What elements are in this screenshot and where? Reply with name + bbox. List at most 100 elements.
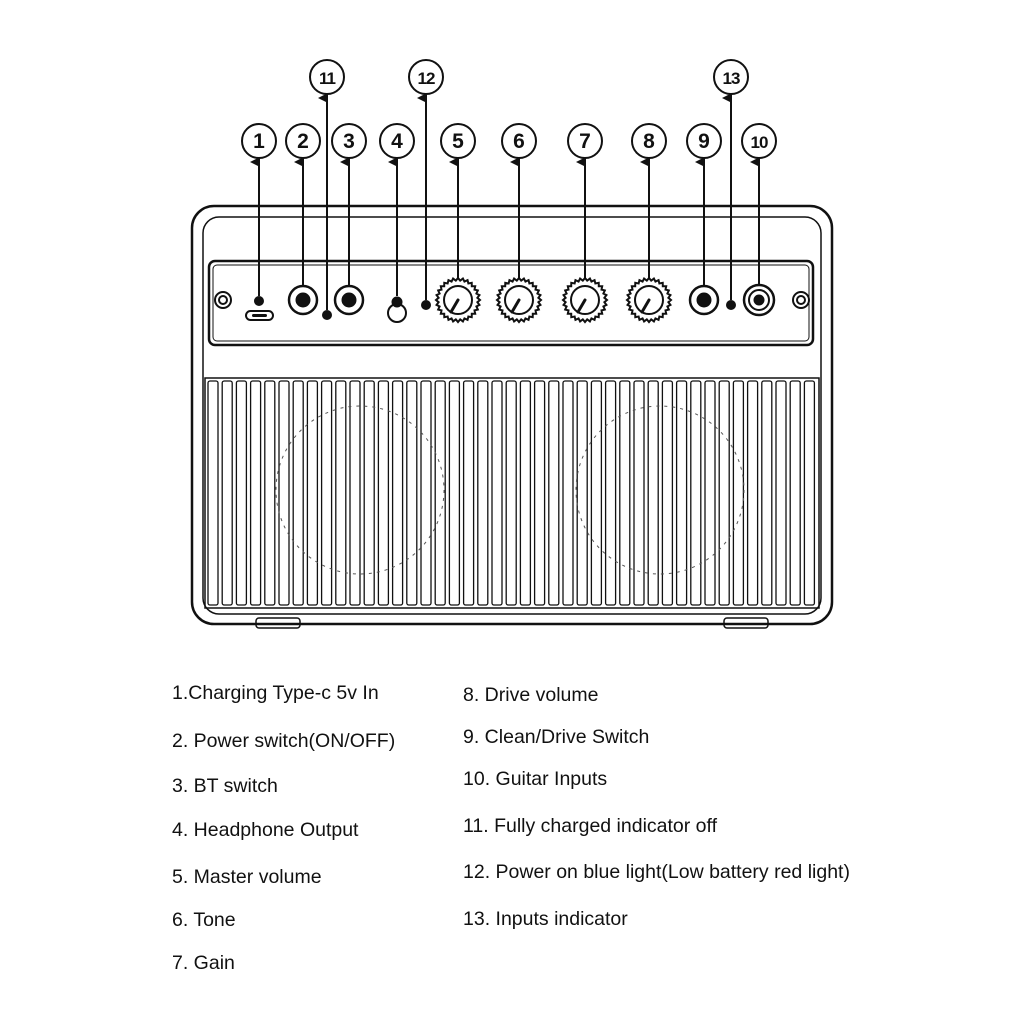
- callout-7: 7: [567, 123, 603, 159]
- power-switch[interactable]: [287, 284, 319, 316]
- svg-text:11: 11: [319, 69, 336, 88]
- callout-11: 11: [309, 59, 345, 95]
- bt-switch[interactable]: [333, 284, 365, 316]
- legend-item-13: 13. Inputs indicator: [463, 908, 628, 930]
- grille-bar: [505, 380, 517, 606]
- svg-text:13: 13: [723, 69, 740, 88]
- grille-bar: [221, 380, 233, 606]
- svg-text:5: 5: [452, 130, 464, 153]
- grille-bar: [746, 380, 759, 606]
- grille-bar: [306, 380, 319, 606]
- callout-3: 3: [331, 123, 367, 159]
- callout-5: 5: [440, 123, 476, 159]
- grille-bar: [590, 380, 603, 606]
- callout-13: 13: [713, 59, 749, 95]
- grille-bar: [391, 380, 404, 606]
- grille-bar: [491, 380, 503, 606]
- headphone-output-jack[interactable]: [387, 296, 407, 323]
- legend-item-10: 10. Guitar Inputs: [463, 768, 608, 790]
- speaker-driver-outline-left: [275, 405, 445, 575]
- inputs-indicator: [726, 300, 736, 310]
- drive-volume-knob[interactable]: [625, 276, 673, 324]
- grille-bar: [619, 380, 631, 606]
- gain-knob[interactable]: [561, 276, 609, 324]
- usb-c-charging-port[interactable]: [245, 296, 274, 321]
- svg-text:2: 2: [297, 130, 309, 153]
- fully-charged-indicator: [322, 310, 332, 320]
- panel-screw-left: [214, 291, 232, 309]
- callout-12: 12: [408, 59, 444, 95]
- grille-bar: [548, 380, 560, 606]
- grille-bar: [477, 380, 489, 606]
- grille-bar: [235, 380, 248, 606]
- callout-9: 9: [686, 123, 722, 159]
- amplifier-feet: [255, 617, 769, 629]
- grille-bar: [633, 380, 645, 606]
- grille-bar: [604, 380, 617, 606]
- grille-bar: [732, 380, 745, 606]
- grille-bar: [420, 380, 432, 606]
- callout-arrows: [250, 93, 760, 310]
- amplifier-body: [190, 204, 834, 626]
- grille-bar: [789, 380, 801, 606]
- grille-bar: [647, 380, 659, 606]
- grille-bar: [363, 380, 375, 606]
- tone-knob[interactable]: [495, 276, 543, 324]
- legend-item-3: 3. BT switch: [172, 775, 278, 797]
- grille-bar: [448, 380, 461, 606]
- clean-drive-switch[interactable]: [688, 284, 720, 316]
- legend-item-7: 7. Gain: [172, 952, 235, 974]
- grille-bar: [264, 380, 276, 606]
- grille-bar: [377, 380, 390, 606]
- svg-text:1: 1: [253, 130, 265, 153]
- svg-text:4: 4: [391, 130, 403, 153]
- svg-text:3: 3: [343, 130, 355, 153]
- callout-8: 8: [631, 123, 667, 159]
- svg-text:6: 6: [513, 130, 525, 153]
- grille-bar: [562, 380, 574, 606]
- speaker-driver-outline-right: [575, 405, 745, 575]
- grille-bar: [690, 380, 702, 606]
- master-volume-knob[interactable]: [434, 276, 482, 324]
- grille-bar: [207, 380, 219, 606]
- grille-bar: [249, 380, 262, 606]
- callout-1: 1: [241, 123, 277, 159]
- legend-item-9: 9. Clean/Drive Switch: [463, 726, 650, 748]
- legend-item-6: 6. Tone: [172, 909, 236, 931]
- callout-2: 2: [285, 123, 321, 159]
- grille-bar: [406, 380, 418, 606]
- callout-6: 6: [501, 123, 537, 159]
- svg-text:12: 12: [418, 69, 435, 88]
- svg-text:8: 8: [643, 130, 655, 153]
- grille-bar: [803, 380, 816, 606]
- grille-bar: [278, 380, 290, 606]
- grille-bar: [349, 380, 361, 606]
- svg-text:9: 9: [698, 130, 710, 153]
- guitar-input-jack[interactable]: [742, 283, 776, 317]
- grille-bar: [434, 380, 446, 606]
- speaker-grille: [204, 377, 820, 609]
- callout-4: 4: [379, 123, 415, 159]
- svg-text:7: 7: [579, 130, 591, 153]
- power-indicator-light: [421, 300, 431, 310]
- grille-bar: [704, 380, 716, 606]
- legend-item-1: 1.Charging Type-c 5v In: [172, 682, 379, 704]
- legend-item-4: 4. Headphone Output: [172, 819, 359, 841]
- legend-item-8: 8. Drive volume: [463, 684, 599, 706]
- amplifier-diagram: 1 2 3 4 5 6 7 8 9 10 11 12 13: [190, 59, 834, 629]
- legend-item-11: 11. Fully charged indicator off: [463, 815, 718, 837]
- grille-bar: [675, 380, 688, 606]
- grille-bar: [718, 380, 730, 606]
- legend-item-12: 12. Power on blue light(Low battery red …: [463, 861, 850, 883]
- svg-text:10: 10: [751, 133, 768, 152]
- grille-bar: [775, 380, 787, 606]
- grille-bar: [335, 380, 347, 606]
- grille-bar: [320, 380, 333, 606]
- callout-10: 10: [741, 123, 777, 159]
- grille-bar: [761, 380, 773, 606]
- grille-bar: [661, 380, 674, 606]
- grille-bar: [519, 380, 532, 606]
- grille-bar: [533, 380, 546, 606]
- grille-bar: [292, 380, 304, 606]
- panel-screw-right: [792, 291, 810, 309]
